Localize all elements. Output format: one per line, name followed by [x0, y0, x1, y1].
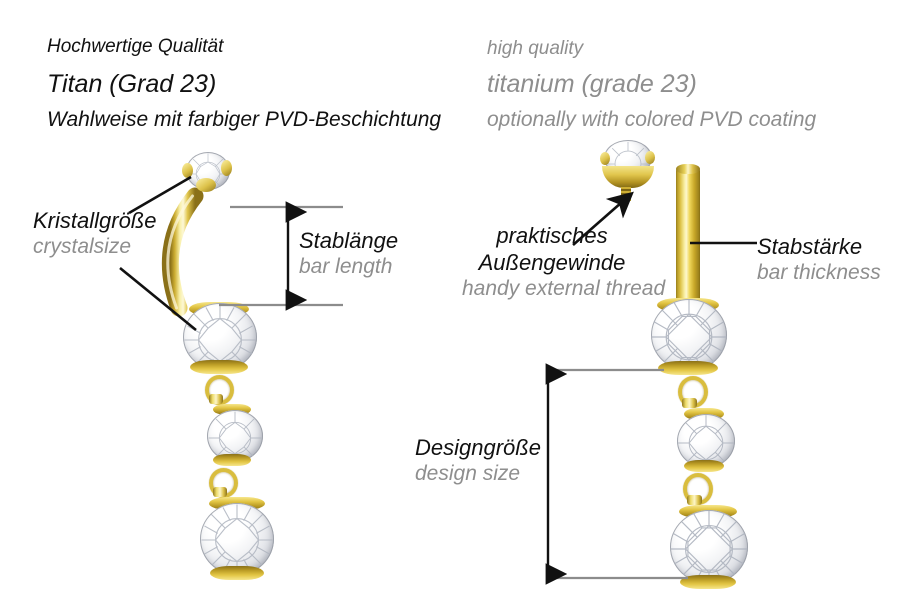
label-bar-thickness: Stabstärke bar thickness [757, 233, 881, 286]
leader-external-thread [572, 191, 634, 246]
header-english-line2: titanium (grade 23) [487, 70, 697, 98]
label-bar-length: Stablänge bar length [299, 227, 398, 280]
gem-large-left-figure [183, 303, 257, 371]
label-design-size-de: Designgröße [415, 435, 541, 460]
gem-bottom-right-figure [670, 510, 748, 584]
facet-lines [605, 141, 651, 176]
bezel-bottom-bottom-gem-right [680, 575, 736, 589]
label-design-size-en: design size [415, 462, 521, 485]
header-english-line3: optionally with colored PVD coating [487, 108, 817, 131]
leader-crystal-size-lower [119, 266, 197, 332]
gem-large-right-figure [651, 299, 727, 371]
crystal-stone [670, 510, 748, 584]
crystal-stone [200, 503, 274, 575]
prong-right [221, 160, 232, 176]
header-german-line2: Titan (Grad 23) [47, 70, 217, 98]
label-external-thread-en: handy external thread [462, 277, 666, 300]
bezel-bottom-mid-gem [213, 454, 251, 466]
bezel-bottom-bottom-gem [210, 566, 264, 580]
label-external-thread-de-line2: Außengewinde [478, 250, 626, 275]
bar-shaft-straight [676, 168, 700, 304]
bezel-cup-detached-attachment [602, 166, 654, 188]
label-crystal-size-en: crystalsize [33, 235, 132, 258]
header-german-line3: Wahlweise mit farbiger PVD-Beschichtung [47, 108, 442, 131]
facet-lines [670, 510, 748, 584]
prong-bottom [196, 178, 216, 192]
prong-left [182, 163, 193, 178]
bezel-bottom-large-gem-right [658, 361, 718, 375]
label-bar-thickness-en: bar thickness [757, 261, 881, 284]
bezel-bottom-mid-gem-right [684, 460, 724, 472]
label-design-size: Designgröße design size [415, 434, 541, 487]
label-external-thread-de-line1: praktisches [496, 223, 608, 248]
header-german-line1: Hochwertige Qualität [47, 36, 224, 57]
connector-link-2 [213, 487, 227, 497]
crystal-stone [651, 299, 727, 371]
crystal-stone [183, 303, 257, 371]
connector-link-1 [209, 394, 223, 404]
header-english-line1: high quality [487, 38, 584, 59]
label-bar-length-de: Stablänge [299, 228, 399, 253]
prong-left-detached [600, 152, 610, 165]
label-external-thread: praktisches Außengewinde handy external … [462, 222, 666, 302]
bezel-bottom-large-gem [190, 360, 248, 374]
gem-bottom-left-figure [200, 503, 274, 575]
crystal-stone [677, 414, 735, 468]
label-bar-thickness-de: Stabstärke [757, 234, 863, 259]
bar-top-cap [676, 164, 700, 174]
label-crystal-size-de: Kristallgröße [33, 208, 157, 233]
label-bar-length-en: bar length [299, 255, 393, 278]
label-crystal-size: Kristallgröße crystalsize [33, 207, 156, 260]
connector-link-1-right [682, 398, 697, 408]
bezel-top-mid-gem [213, 404, 251, 415]
leader-crystal-size-upper [128, 175, 192, 215]
prong-right-detached [645, 151, 655, 164]
gem-mid-right-figure [677, 414, 735, 468]
connector-link-2-right [687, 495, 702, 505]
facet-lines [201, 504, 273, 575]
